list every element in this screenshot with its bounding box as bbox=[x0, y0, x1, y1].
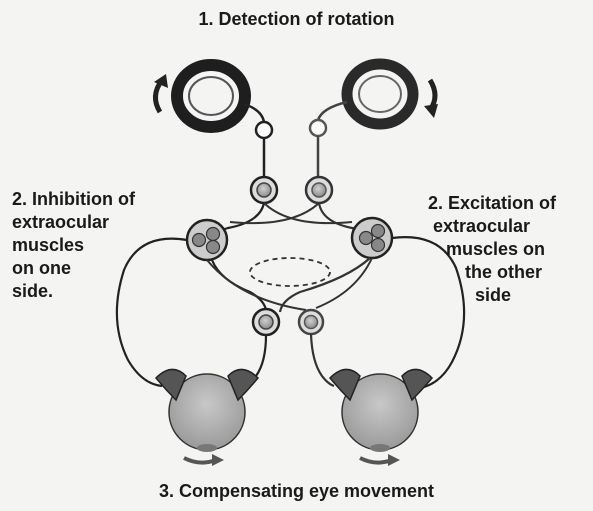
title-detection: 1. Detection of rotation bbox=[0, 8, 593, 31]
right-ganglion bbox=[310, 120, 326, 136]
inhibition-label-line: muscles bbox=[12, 234, 135, 257]
left-abducens-nucleus bbox=[253, 309, 279, 335]
left-rotation-arrow-icon bbox=[154, 74, 168, 112]
right-abducens-nucleus bbox=[299, 310, 323, 334]
inhibition-label: 2. Inhibition of extraocular muscles on … bbox=[12, 188, 135, 303]
excitation-label-line: extraocular bbox=[433, 215, 556, 238]
midline-dashed-region bbox=[250, 258, 330, 286]
right-semicircular-canal bbox=[347, 64, 413, 124]
left-semicircular-canal bbox=[177, 65, 245, 127]
right-eye bbox=[330, 369, 432, 452]
excitation-label-line: muscles on bbox=[446, 238, 556, 261]
left-eye bbox=[156, 369, 258, 452]
inhibition-label-line: side. bbox=[12, 280, 135, 303]
right-eye-movement-arrow-icon bbox=[360, 454, 400, 466]
inhibition-label-line: extraocular bbox=[12, 211, 135, 234]
excitation-label: 2. Excitation of extraocular muscles on … bbox=[420, 192, 556, 307]
inhibition-label-line: 2. Inhibition of bbox=[12, 188, 135, 211]
excitation-label-line: the other bbox=[465, 261, 556, 284]
excitation-label-line: side bbox=[475, 284, 556, 307]
left-ganglion bbox=[256, 122, 272, 138]
right-rotation-arrow-icon bbox=[424, 80, 438, 118]
excitation-label-line: 2. Excitation of bbox=[428, 192, 556, 215]
left-eye-movement-arrow-icon bbox=[184, 454, 224, 466]
left-vestibular-nucleus bbox=[251, 177, 277, 203]
right-vestibular-nucleus bbox=[306, 177, 332, 203]
left-oculomotor-nucleus bbox=[187, 220, 227, 260]
right-oculomotor-nucleus bbox=[352, 218, 392, 258]
inhibition-label-line: on one bbox=[12, 257, 135, 280]
title-compensation: 3. Compensating eye movement bbox=[0, 480, 593, 503]
